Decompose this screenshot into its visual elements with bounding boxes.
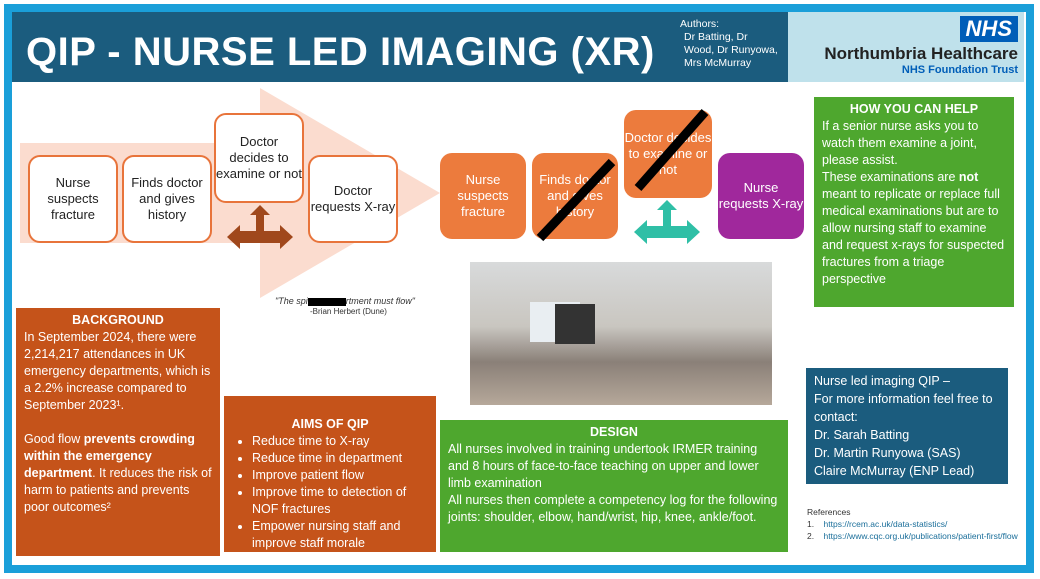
flow-step: Doctor decides to examine or not bbox=[214, 113, 304, 203]
references-title: References bbox=[807, 507, 851, 517]
decision-arrows-icon bbox=[227, 205, 293, 249]
help-title: HOW YOU CAN HELP bbox=[849, 102, 979, 116]
nhs-logo-mark: NHS bbox=[959, 16, 1018, 42]
aims-item: Reduce time to X-ray bbox=[252, 433, 428, 450]
reference-link[interactable]: https://www.cqc.org.uk/publications/pati… bbox=[823, 531, 1018, 541]
aims-item: Reduce time in department bbox=[252, 450, 428, 467]
design-title: DESIGN bbox=[590, 425, 638, 439]
aims-item: Improve time to detection of NOF fractur… bbox=[252, 484, 428, 518]
reference-link[interactable]: https://rcem.ac.uk/data-statistics/ bbox=[823, 519, 948, 529]
background-panel: BACKGROUND In September 2024, there were… bbox=[16, 308, 220, 556]
quote: "The spi rtment must flow" bbox=[275, 296, 415, 306]
authors-label: Authors: bbox=[680, 18, 720, 30]
new-flow-step: Nurse suspects fracture bbox=[440, 153, 526, 239]
trust-name: NHS Foundation Trust bbox=[901, 64, 1018, 76]
help-text: If a senior nurse asks you to watch them… bbox=[822, 119, 979, 167]
aims-panel: AIMS OF QIP Reduce time to X-ray Reduce … bbox=[224, 396, 436, 552]
background-title: BACKGROUND bbox=[72, 313, 164, 327]
reference-item: 1. https://rcem.ac.uk/data-statistics/ bbox=[807, 519, 948, 529]
help-text-part: These examinations are bbox=[822, 170, 959, 184]
quote-text-start: "The spi bbox=[275, 296, 308, 306]
training-photo bbox=[470, 262, 772, 405]
aims-list: Reduce time to X-ray Reduce time in depa… bbox=[232, 433, 428, 552]
references: References 1. https://rcem.ac.uk/data-st… bbox=[807, 506, 1022, 542]
redaction-bar bbox=[307, 297, 346, 306]
help-text-part: meant to replicate or replace full medic… bbox=[822, 187, 1005, 286]
decision-arrows-icon bbox=[634, 200, 700, 244]
contact-line: For more information feel free to contac… bbox=[814, 392, 993, 424]
flow-step: Finds doctor and gives history bbox=[122, 155, 212, 243]
help-panel: HOW YOU CAN HELP If a senior nurse asks … bbox=[814, 97, 1014, 307]
quote-text-end: rtment must flow" bbox=[345, 296, 415, 306]
org-name: Northumbria Healthcare bbox=[824, 44, 1018, 63]
background-text: In September 2024, there were 2,214,217 … bbox=[24, 330, 211, 412]
flow-step: Doctor requests X-ray bbox=[308, 155, 398, 243]
flow-step: Nurse suspects fracture bbox=[28, 155, 118, 243]
photo-screen-2 bbox=[555, 304, 595, 344]
aims-item: Improve patient flow bbox=[252, 467, 428, 484]
contact-line: Nurse led imaging QIP – bbox=[814, 374, 950, 388]
strike-through-lines bbox=[536, 109, 709, 242]
contact-line: Dr. Martin Runyowa (SAS) bbox=[814, 446, 961, 460]
background-text-part: Good flow bbox=[24, 432, 84, 446]
help-text-emphasis: not bbox=[958, 170, 979, 184]
help-text-2: These examinations are not meant to repl… bbox=[822, 169, 1006, 288]
background-text-2: Good flow prevents crowding within the e… bbox=[24, 431, 212, 516]
new-flow-step: Nurse requests X-ray bbox=[718, 153, 804, 239]
reference-item: 2. https://www.cqc.org.uk/publications/p… bbox=[807, 531, 1018, 541]
authors: Authors:Dr Batting, Dr Wood, Dr Runyowa,… bbox=[672, 12, 788, 82]
contact-line: Dr. Sarah Batting bbox=[814, 428, 910, 442]
contact-panel: Nurse led imaging QIP – For more informa… bbox=[806, 368, 1008, 484]
quote-author: -Brian Herbert (Dune) bbox=[310, 307, 387, 316]
background-text-emphasis: prevents crowding within the emergency d… bbox=[24, 432, 195, 480]
background-text-part: . It reduces the risk of harm to patient… bbox=[24, 466, 212, 514]
contact-line: Claire McMurray (ENP Lead) bbox=[814, 464, 975, 478]
authors-names: Dr Batting, Dr Wood, Dr Runyowa, Mrs McM… bbox=[684, 31, 778, 69]
page-title: QIP - NURSE LED IMAGING (XR) bbox=[12, 12, 672, 82]
aims-title: AIMS OF QIP bbox=[291, 417, 369, 431]
design-text-2: All nurses then complete a competency lo… bbox=[448, 493, 778, 524]
aims-item: Empower nursing staff and improve staff … bbox=[252, 518, 428, 552]
design-text: All nurses involved in training undertoo… bbox=[448, 442, 759, 490]
design-panel: DESIGN All nurses involved in training u… bbox=[440, 420, 788, 552]
